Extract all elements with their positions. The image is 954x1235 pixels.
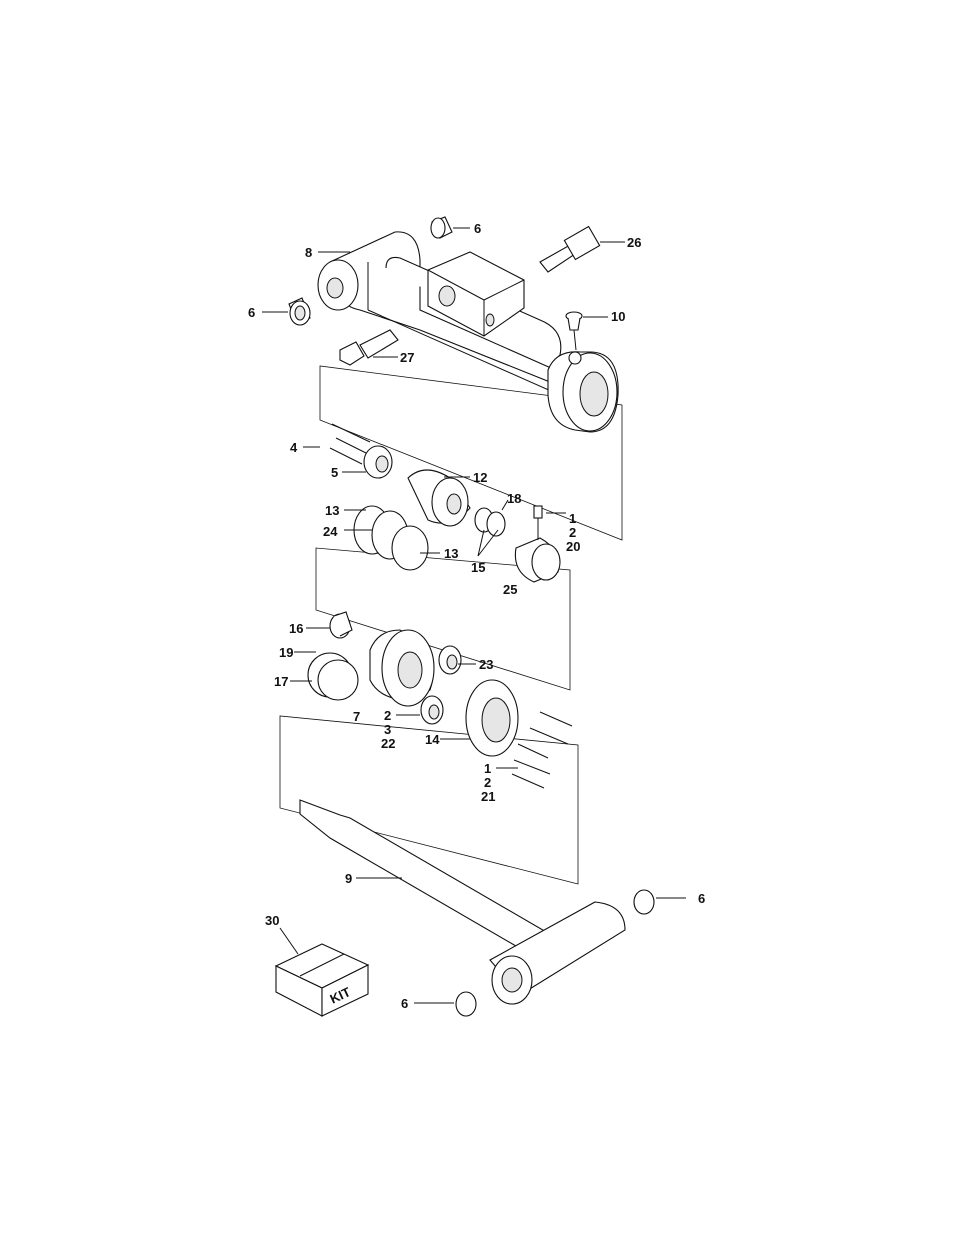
wiper-23 xyxy=(438,645,462,675)
cylinder-barrel xyxy=(317,231,619,433)
callout-16: 16 xyxy=(289,621,303,636)
callout-9: 9 xyxy=(345,871,352,886)
nut-5 xyxy=(363,445,393,479)
callout-14: 14 xyxy=(425,732,440,747)
callout-8: 8 xyxy=(305,245,312,260)
callout-24: 24 xyxy=(323,524,338,539)
callout-2: 2 xyxy=(569,525,576,540)
kit-box-30: KIT xyxy=(274,943,370,1017)
callout-22: 22 xyxy=(381,736,395,751)
callout-4: 4 xyxy=(290,440,298,455)
valve-cartridge-27 xyxy=(339,329,399,366)
bushing-16 xyxy=(329,611,353,639)
callout-2: 2 xyxy=(384,708,391,723)
callout-1: 1 xyxy=(484,761,491,776)
bolts-1-2-21 xyxy=(511,711,573,789)
callout-5: 5 xyxy=(331,465,338,480)
bushing-bottom-left xyxy=(455,991,477,1017)
callout-20: 20 xyxy=(566,539,580,554)
fitting-10 xyxy=(565,311,583,351)
leader-lines xyxy=(262,227,686,1004)
seal-2-3-22 xyxy=(420,695,444,725)
callout-labels: 6 8 26 6 10 27 4 5 12 13 18 1 2 20 24 13… xyxy=(248,221,705,1011)
callout-18: 18 xyxy=(507,491,521,506)
bushing-bottom-right xyxy=(633,889,655,915)
rings-15-18 xyxy=(474,507,506,537)
piston-12 xyxy=(407,469,471,527)
callout-10: 10 xyxy=(611,309,625,324)
callout-13: 13 xyxy=(444,546,458,561)
callout-25: 25 xyxy=(503,582,517,597)
flange-plate-14 xyxy=(465,679,519,757)
callout-27: 27 xyxy=(400,350,414,365)
callout-13: 13 xyxy=(325,503,339,518)
callout-21: 21 xyxy=(481,789,495,804)
callout-15: 15 xyxy=(471,560,485,575)
callout-26: 26 xyxy=(627,235,641,250)
callout-3: 3 xyxy=(384,722,391,737)
callout-7: 7 xyxy=(353,709,360,724)
callout-6: 6 xyxy=(401,996,408,1011)
bushing-top-right xyxy=(430,216,453,239)
callout-30: 30 xyxy=(265,913,279,928)
rings-17-19 xyxy=(307,652,359,701)
setscrew-1-2-20 xyxy=(533,505,543,540)
valve-cartridge-26 xyxy=(539,225,601,273)
callout-17: 17 xyxy=(274,674,288,689)
gland-7 xyxy=(369,629,435,707)
spacer-25 xyxy=(514,537,561,583)
callout-6: 6 xyxy=(474,221,481,236)
callout-2: 2 xyxy=(484,775,491,790)
callout-12: 12 xyxy=(473,470,487,485)
rod-9 xyxy=(299,799,626,1005)
callout-23: 23 xyxy=(479,657,493,672)
callout-6: 6 xyxy=(248,305,255,320)
bushing-top-left xyxy=(288,297,311,326)
callout-1: 1 xyxy=(569,511,576,526)
callout-19: 19 xyxy=(279,645,293,660)
seal-rings-13-24 xyxy=(353,505,429,571)
callout-6: 6 xyxy=(698,891,705,906)
